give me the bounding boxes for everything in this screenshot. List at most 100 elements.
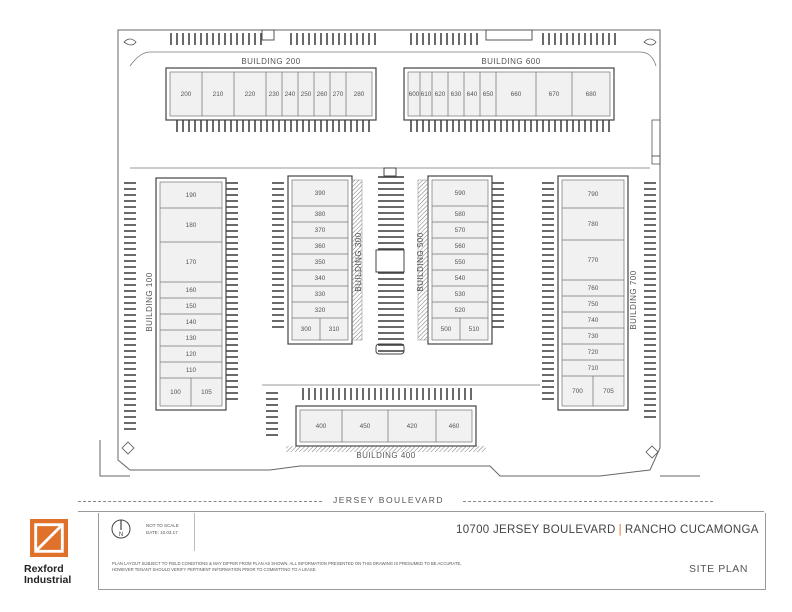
unit-label: 350 xyxy=(315,259,326,266)
unit-divider xyxy=(319,317,349,341)
unit-label: 740 xyxy=(588,317,599,324)
unit-label: 180 xyxy=(186,222,197,229)
unit-label: 620 xyxy=(435,91,446,98)
unit-label: 330 xyxy=(315,291,326,298)
unit-label: 190 xyxy=(186,192,197,199)
unit-label: 260 xyxy=(317,91,328,98)
north-arrow-icon: N xyxy=(111,519,131,539)
unit-label: 770 xyxy=(588,257,599,264)
unit-divider xyxy=(345,71,373,117)
unit-label: 710 xyxy=(588,365,599,372)
unit-label: 310 xyxy=(329,326,340,333)
unit-divider xyxy=(190,377,223,407)
site-boundary xyxy=(99,29,700,477)
unit-label: 460 xyxy=(449,423,460,430)
unit-label: 510 xyxy=(469,326,480,333)
unit-label: 210 xyxy=(213,91,224,98)
unit-label: 540 xyxy=(455,275,466,282)
unit-label: 750 xyxy=(588,301,599,308)
unit-label: 780 xyxy=(588,221,599,228)
building-100: BUILDING 100 190 180 170 160 150 140 130 120 110… xyxy=(124,177,238,430)
unit-label: 640 xyxy=(467,91,478,98)
disclaimer-text: PLAN LAYOUT SUBJECT TO FIELD CONDITIONS … xyxy=(112,561,462,572)
title-block-top-rule xyxy=(78,511,764,512)
address-city: RANCHO CUCAMONGA xyxy=(624,524,759,536)
unit-label: 560 xyxy=(455,243,466,250)
building-500: BUILDING 500 590580570560550540530520500… xyxy=(416,175,504,345)
rexford-logo: Rexford Industrial xyxy=(24,519,90,586)
logo-line-2: Industrial xyxy=(24,574,72,586)
building-700: BUILDING 700 790780770760750740730720710… xyxy=(542,175,656,420)
unit-label: 420 xyxy=(407,423,418,430)
unit-label: 390 xyxy=(315,190,326,197)
unit-label: 705 xyxy=(603,388,614,395)
building-100-label: BUILDING 100 xyxy=(145,272,154,331)
building-300: BUILDING 300 390 380 370 360 350 340 330 320 300… xyxy=(272,175,363,345)
unit-label: 280 xyxy=(354,91,365,98)
unit-label: 730 xyxy=(588,333,599,340)
unit-label: 500 xyxy=(441,326,452,333)
unit-divider xyxy=(592,375,625,407)
unit-label: 660 xyxy=(511,91,522,98)
unit-label: 120 xyxy=(186,351,197,358)
scale-note: NOT TO SCALE xyxy=(146,523,179,528)
scale-notes: NOT TO SCALE DATE: 10.03.17 xyxy=(146,522,179,536)
unit-label: 790 xyxy=(588,191,599,198)
unit-label: 450 xyxy=(360,423,371,430)
logo-line-1: Rexford xyxy=(24,563,64,575)
unit-label: 570 xyxy=(455,227,466,234)
site-details xyxy=(121,38,661,459)
unit-divider xyxy=(435,409,473,443)
unit-label: 630 xyxy=(451,91,462,98)
sheet-title: SITE PLAN xyxy=(689,563,749,575)
unit-label: 200 xyxy=(181,91,192,98)
parking-top xyxy=(166,29,620,45)
unit-divider xyxy=(571,71,611,117)
unit-label: 340 xyxy=(315,275,326,282)
building-300-label: BUILDING 300 xyxy=(354,232,363,291)
unit-label: 380 xyxy=(315,211,326,218)
unit-label: 320 xyxy=(315,307,326,314)
project-address: 10700 JERSEY BOULEVARD|RANCHO CUCAMONGA xyxy=(456,524,759,536)
unit-label: 360 xyxy=(315,243,326,250)
building-500-label: BUILDING 500 xyxy=(416,232,425,291)
unit-label: 700 xyxy=(572,388,583,395)
building-400-label: BUILDING 400 xyxy=(356,451,415,460)
central-parking xyxy=(375,167,405,355)
building-600-label: BUILDING 600 xyxy=(481,57,540,66)
unit-label: 130 xyxy=(186,335,197,342)
unit-label: 270 xyxy=(333,91,344,98)
unit-label: 300 xyxy=(301,326,312,333)
street-name: JERSEY BOULEVARD xyxy=(333,495,445,505)
street-line: JERSEY BOULEVARD xyxy=(0,494,792,508)
unit-divider xyxy=(459,317,489,341)
unit-label: 550 xyxy=(455,259,466,266)
unit-label: 160 xyxy=(186,287,197,294)
unit-label: 670 xyxy=(549,91,560,98)
unit-label: 520 xyxy=(455,307,466,314)
unit-label: 110 xyxy=(186,367,197,374)
unit-label: 220 xyxy=(245,91,256,98)
building-200-label: BUILDING 200 xyxy=(241,57,300,66)
unit-label: 140 xyxy=(186,319,197,326)
unit-label: 100 xyxy=(170,389,181,396)
unit-label: 370 xyxy=(315,227,326,234)
unit-label: 240 xyxy=(285,91,296,98)
unit-label: 650 xyxy=(483,91,494,98)
address-street: 10700 JERSEY BOULEVARD xyxy=(456,524,616,536)
unit-label: 760 xyxy=(588,285,599,292)
unit-label: 720 xyxy=(588,349,599,356)
address-separator: | xyxy=(618,524,622,536)
north-label: N xyxy=(119,532,123,538)
title-block xyxy=(98,513,766,590)
unit-label: 150 xyxy=(186,303,197,310)
unit-label: 170 xyxy=(186,259,197,266)
unit-label: 230 xyxy=(269,91,280,98)
date-note: DATE: 10.03.17 xyxy=(146,530,178,535)
unit-label: 530 xyxy=(455,291,466,298)
rexford-logo-mark xyxy=(30,519,68,557)
